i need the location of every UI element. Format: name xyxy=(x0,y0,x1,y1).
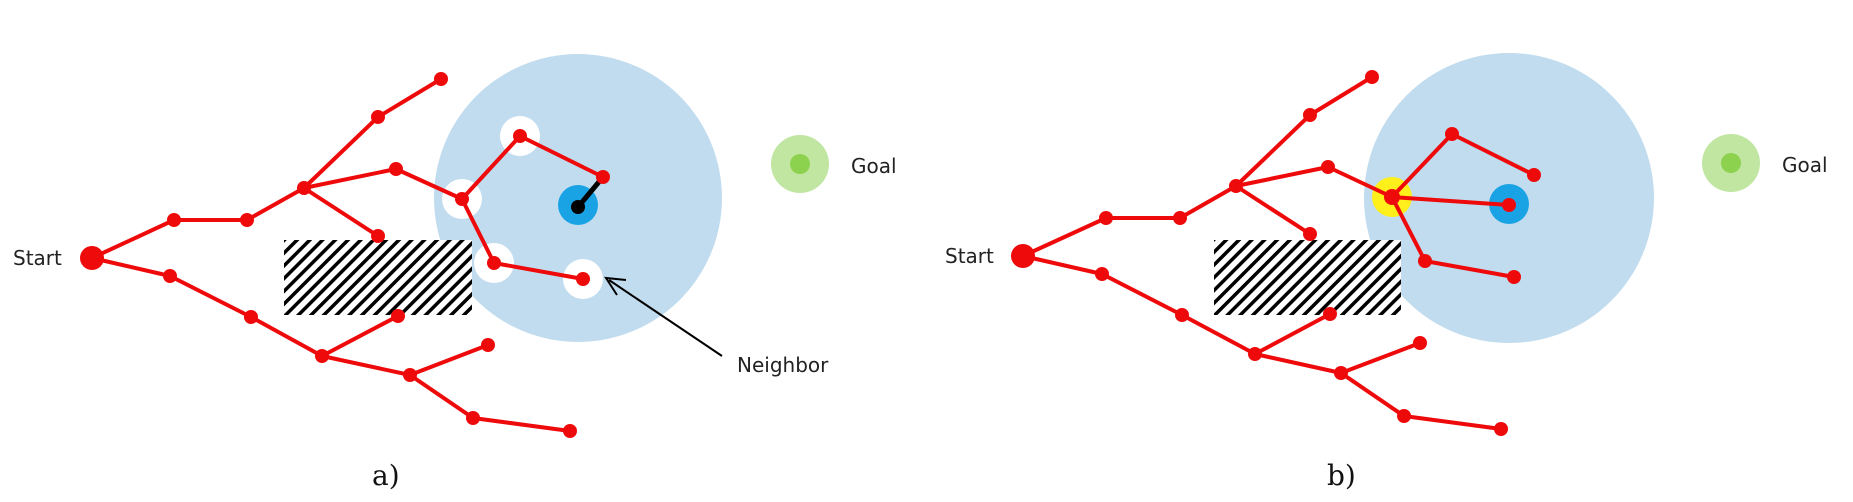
obstacle xyxy=(284,240,472,315)
tree-edges xyxy=(90,77,605,433)
goal-label: Goal xyxy=(1782,153,1828,177)
caption-b: b) xyxy=(1327,459,1356,492)
panel-b: Goal Start xyxy=(945,53,1828,492)
start-label: Start xyxy=(13,246,62,270)
caption-a: a) xyxy=(372,459,400,492)
start-label: Start xyxy=(945,244,994,268)
tree-nodes xyxy=(1011,70,1541,436)
tree-nodes xyxy=(80,72,610,438)
panel-a: Goal Start xyxy=(13,54,897,492)
neighbor-label: Neighbor xyxy=(737,353,829,377)
obstacle xyxy=(1214,240,1401,315)
neighbor-arrow xyxy=(604,276,723,357)
goal-marker xyxy=(1702,134,1760,192)
new-node-center xyxy=(571,200,585,214)
tree-edges xyxy=(1021,75,1536,431)
goal-marker xyxy=(771,135,829,193)
goal-label: Goal xyxy=(851,154,897,178)
